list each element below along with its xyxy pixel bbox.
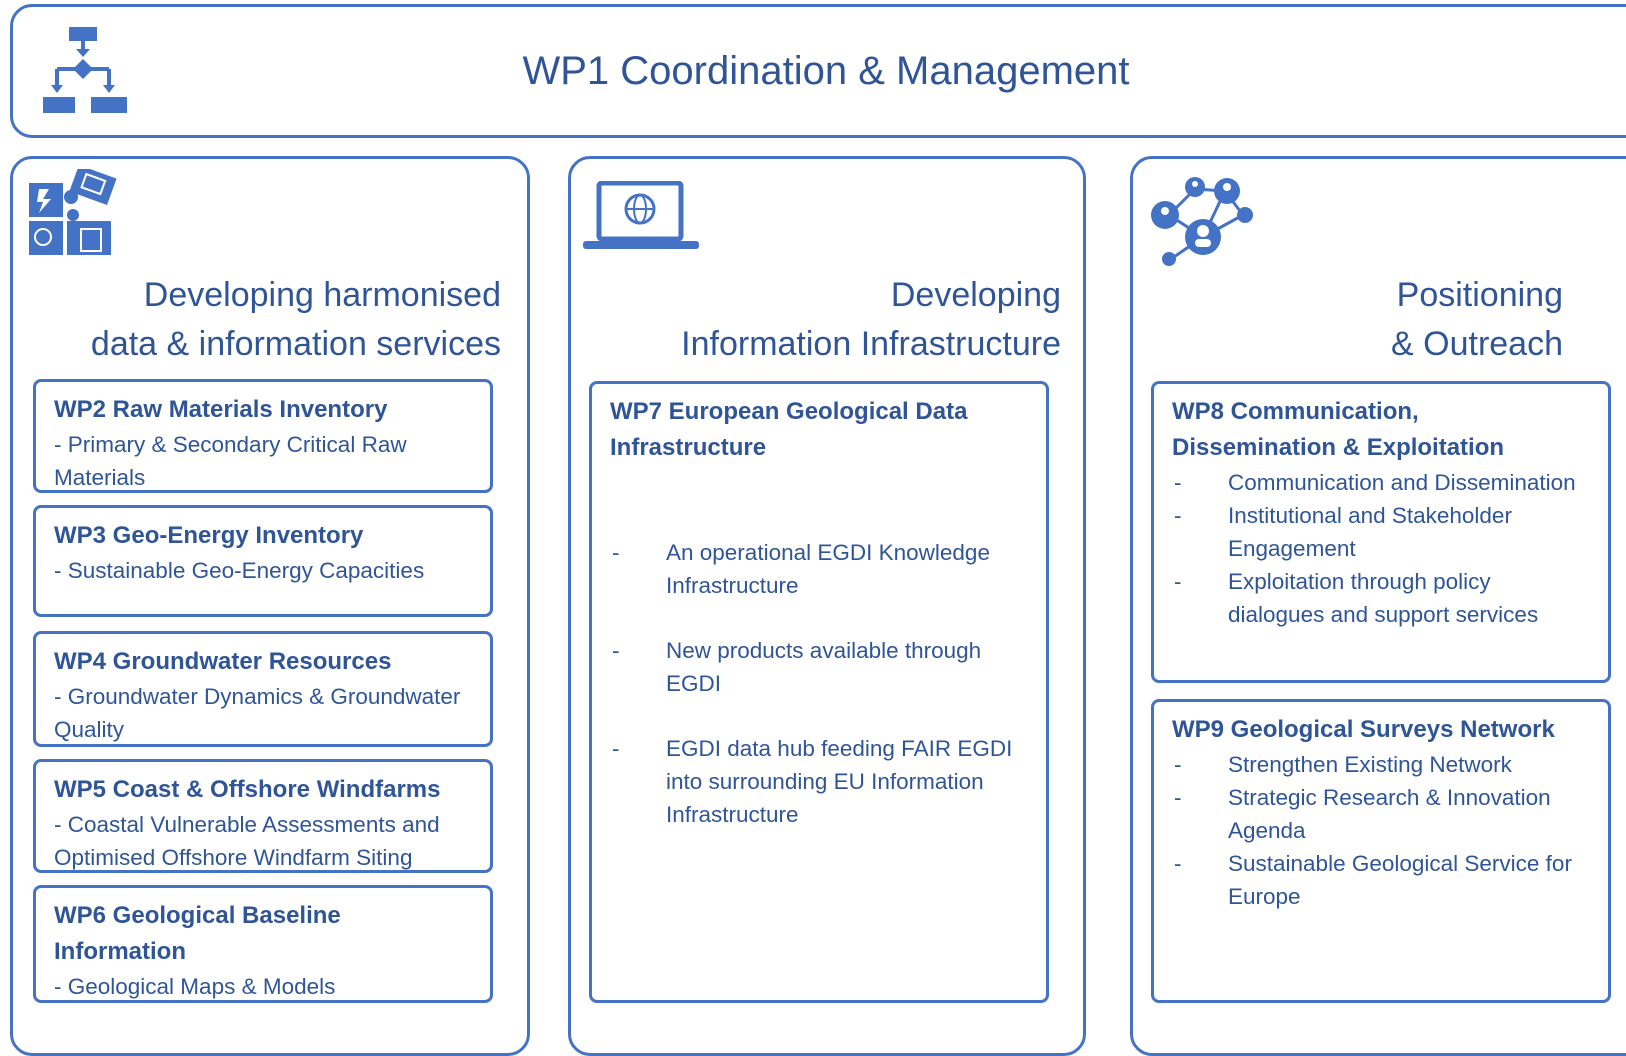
column-title: Positioning & Outreach: [1391, 276, 1563, 363]
list-item: Institutional and Stakeholder Engagement: [1172, 499, 1590, 565]
wp1-title: WP1 Coordination & Management: [522, 49, 1130, 93]
list-item: Communication and Dissemination: [1172, 466, 1590, 499]
wp4-title: WP4 Groundwater Resources: [54, 648, 392, 675]
wp3-box: WP3 Geo-Energy Inventory - Sustainable G…: [33, 505, 493, 617]
wp5-subtitle: - Coastal Vulnerable Assessments and Opt…: [54, 812, 440, 870]
wp6-title: WP6 Geological Baseline Information: [54, 902, 341, 965]
column-positioning-outreach: Positioning & Outreach WP8 Communication…: [1130, 156, 1626, 1056]
wp5-box: WP5 Coast & Offshore Windfarms - Coastal…: [33, 759, 493, 873]
list-item: Sustainable Geological Service for Europ…: [1172, 847, 1590, 913]
wp7-bullet-list: An operational EGDI Knowledge Infrastruc…: [610, 536, 1028, 831]
wp7-box: WP7 European Geological Data Infrastruct…: [589, 381, 1049, 1003]
column-title: Developing Information Infrastructure: [681, 276, 1061, 363]
wp4-subtitle: - Groundwater Dynamics & Groundwater Qua…: [54, 684, 461, 742]
wp8-bullet-list: Communication and Dissemination Institut…: [1172, 466, 1590, 631]
list-item: Exploitation through policy dialogues an…: [1172, 565, 1590, 631]
laptop-globe-icon: [583, 180, 701, 258]
wp3-subtitle: - Sustainable Geo-Energy Capacities: [54, 558, 425, 583]
list-item: Strengthen Existing Network: [1172, 748, 1590, 781]
wp3-title: WP3 Geo-Energy Inventory: [54, 522, 364, 549]
list-item: EGDI data hub feeding FAIR EGDI into sur…: [610, 732, 1028, 831]
wp2-title: WP2 Raw Materials Inventory: [54, 396, 388, 423]
column-information-infrastructure: Developing Information Infrastructure WP…: [568, 156, 1086, 1056]
wp1-box: WP1 Coordination & Management: [10, 4, 1626, 138]
list-item: An operational EGDI Knowledge Infrastruc…: [610, 536, 1028, 602]
wp8-box: WP8 Communication, Dissemination & Explo…: [1151, 381, 1611, 683]
column-title: Developing harmonised data & information…: [90, 276, 501, 363]
wp5-title: WP5 Coast & Offshore Windfarms: [54, 776, 441, 803]
wp2-subtitle: - Primary & Secondary Critical Raw Mater…: [54, 432, 407, 490]
wp8-title: WP8 Communication, Dissemination & Explo…: [1172, 398, 1505, 461]
wp9-box: WP9 Geological Surveys Network Strengthe…: [1151, 699, 1611, 1003]
wp4-box: WP4 Groundwater Resources - Groundwater …: [33, 631, 493, 747]
wp6-subtitle: - Geological Maps & Models: [54, 974, 336, 999]
wp2-box: WP2 Raw Materials Inventory - Primary & …: [33, 379, 493, 493]
wp6-box: WP6 Geological Baseline Information - Ge…: [33, 885, 493, 1003]
flowchart-icon: [43, 27, 129, 122]
wp7-title: WP7 European Geological Data Infrastruct…: [610, 398, 968, 461]
list-item: New products available through EGDI: [610, 634, 1028, 700]
wp9-bullet-list: Strengthen Existing Network Strategic Re…: [1172, 748, 1590, 913]
network-people-icon: [1145, 167, 1255, 272]
wp9-title: WP9 Geological Surveys Network: [1172, 716, 1555, 743]
column-data-services: Developing harmonised data & information…: [10, 156, 530, 1056]
puzzle-icon: [29, 165, 121, 260]
list-item: Strategic Research & Innovation Agenda: [1172, 781, 1590, 847]
